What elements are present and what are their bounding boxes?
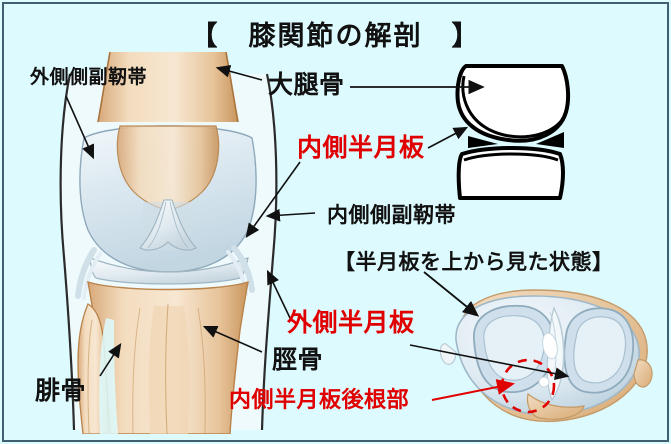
label-lateral-collateral-ligament: 外側側副靭帯 bbox=[30, 66, 148, 88]
label-femur: 大腿骨 bbox=[268, 70, 345, 99]
label-medial-collateral-ligament: 内側側副靭帯 bbox=[327, 203, 456, 227]
tibial-plateau-superior-view bbox=[432, 282, 664, 434]
page-title: 【 膝関節の解剖 】 bbox=[190, 21, 481, 52]
label-tibia: 脛骨 bbox=[272, 345, 324, 374]
anterior-knee-illustration bbox=[48, 52, 288, 434]
label-lateral-meniscus: 外側半月板 bbox=[287, 308, 415, 337]
label-meniscus-top-view-caption: 【半月板を上から見た状態】 bbox=[334, 250, 614, 274]
label-medial-meniscus-posterior-root: 内側半月板後根部 bbox=[229, 388, 410, 413]
label-medial-meniscus: 内側半月板 bbox=[297, 133, 425, 162]
knee-joint-line-schematic bbox=[452, 60, 640, 205]
label-fibula: 腓骨 bbox=[35, 376, 87, 405]
